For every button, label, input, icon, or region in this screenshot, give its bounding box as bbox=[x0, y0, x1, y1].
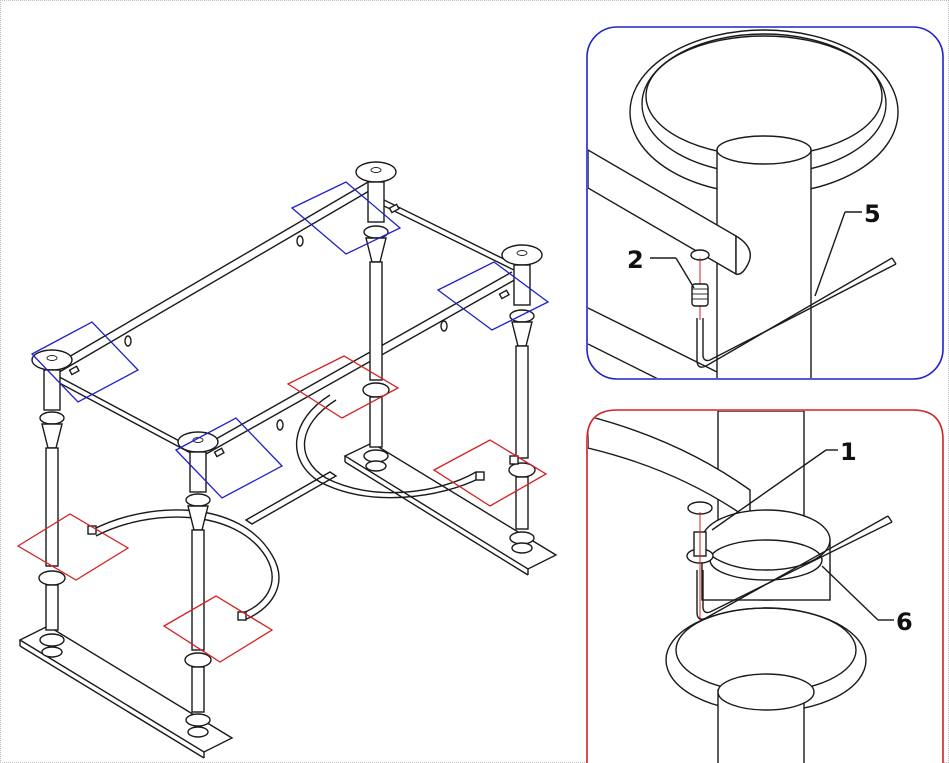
callout-5-label: 5 bbox=[864, 200, 881, 228]
lower-fixing-highlights bbox=[16, 355, 548, 663]
table-frame-assembly bbox=[16, 161, 558, 759]
detail-upper-panel: 5 2 bbox=[586, 26, 944, 380]
callout-1-label: 1 bbox=[840, 438, 857, 466]
callout-2-label: 2 bbox=[627, 246, 644, 274]
leg-front-right bbox=[177, 431, 219, 738]
base-runners bbox=[18, 442, 558, 759]
brackets bbox=[68, 203, 519, 621]
leg-back-left bbox=[355, 161, 397, 472]
legs bbox=[31, 161, 543, 738]
upper-fixing-highlights bbox=[30, 181, 550, 499]
detail-lower-panel: 1 6 bbox=[586, 409, 944, 763]
top-stretchers bbox=[49, 177, 523, 459]
leg-back-right bbox=[501, 244, 543, 554]
curved-hoops bbox=[91, 394, 481, 621]
leg-front-left bbox=[31, 349, 73, 658]
callout-6-label: 6 bbox=[896, 608, 913, 636]
